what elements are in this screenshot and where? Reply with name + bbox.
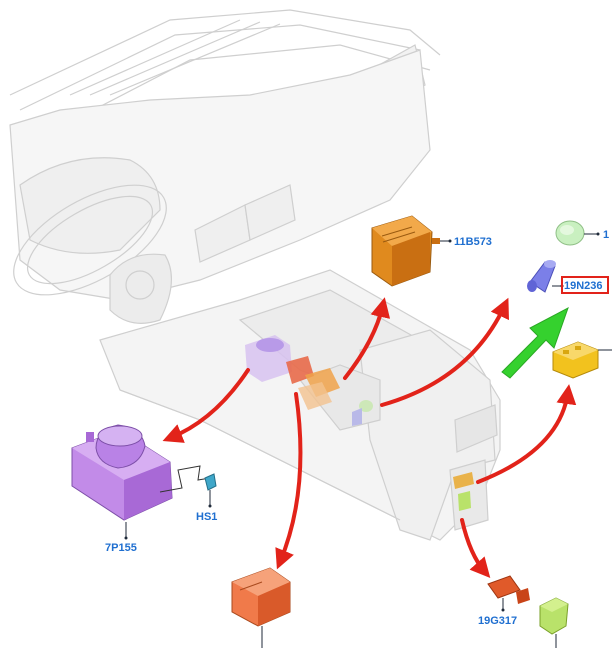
label-19g317: 19G317 [478,615,517,627]
installed-components [245,335,474,511]
label-11b573: 11B573 [454,236,492,248]
part-19g317[interactable]: 19G317 [478,575,530,627]
label-19n236: 19N236 [564,280,603,292]
callout-arrows [162,297,577,579]
label-19n236-highlight-box [561,276,609,294]
part-green-plug[interactable] [539,597,569,648]
highlight-pointer-arrow [501,306,569,379]
arrow-to-yellow-switch [476,384,577,484]
part-11b573[interactable]: 11B573 [371,215,492,287]
vehicle-interior-outline [9,9,501,541]
arrow-to-19n236-cluster [380,297,509,407]
part-7p155[interactable]: 7P155 [71,424,211,554]
label-7p155: 7P155 [105,542,137,554]
arrow-to-19g317 [460,518,491,579]
part-yellow-switch[interactable] [552,341,612,379]
part-hs1[interactable]: HS1 [196,473,217,523]
label-hs1: HS1 [196,511,217,523]
arrow-to-orange-module [275,392,303,570]
part-19n236[interactable]: 19N236 [527,260,609,294]
label-top-right: 1 [603,229,609,241]
arrow-to-7p155 [162,368,250,443]
part-top-right[interactable]: 1 [555,220,609,246]
arrow-to-11b573 [343,297,391,380]
part-orange-module[interactable] [231,567,291,648]
